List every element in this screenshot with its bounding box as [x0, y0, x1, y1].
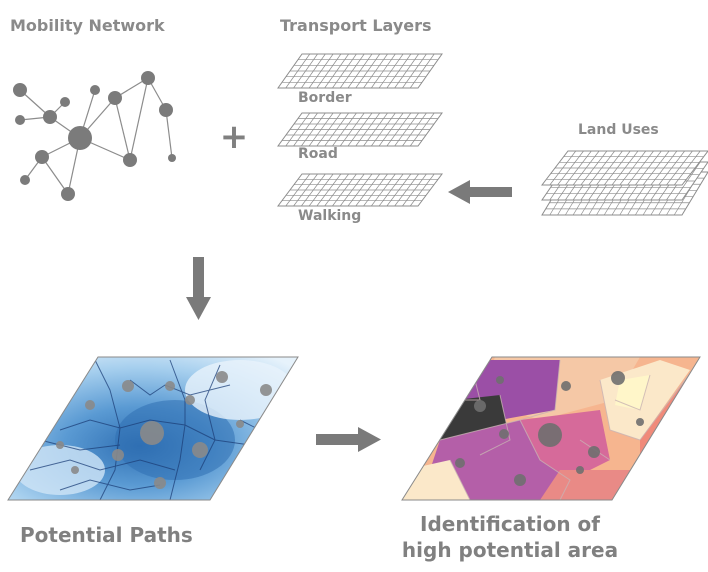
region-border [519, 419, 571, 500]
network-edge [114, 97, 131, 161]
mobility-network-label: Mobility Network [10, 16, 165, 35]
path-node [185, 395, 195, 405]
potential-paths-label: Potential Paths [20, 523, 193, 547]
area-node [576, 466, 584, 474]
path-line [129, 379, 231, 396]
path-line [29, 459, 176, 471]
path-node [85, 400, 95, 410]
network-node [13, 83, 27, 97]
land-uses-label: Land Uses [578, 122, 659, 138]
network-node [141, 71, 155, 85]
region-border [479, 394, 511, 456]
potential-paths-map [7, 356, 299, 501]
network-node [15, 115, 25, 125]
network-node [20, 175, 30, 185]
path-node [165, 381, 175, 391]
arrow-left-icon [448, 180, 512, 204]
network-node [123, 153, 137, 167]
area-node [538, 423, 562, 447]
path-line [39, 439, 121, 451]
network-node [168, 154, 176, 162]
border-layer-label: Border [298, 90, 352, 106]
area-node [496, 376, 504, 384]
region-border [599, 379, 641, 441]
network-node [60, 97, 70, 107]
network-edge [129, 77, 149, 161]
path-node [192, 442, 208, 458]
network-edge [165, 109, 173, 159]
high-potential-area-nodes [455, 371, 644, 486]
area-node [636, 418, 644, 426]
path-node [260, 384, 272, 396]
network-node [61, 187, 75, 201]
high-potential-area-map [401, 356, 701, 501]
road-layer-grid [277, 112, 443, 147]
network-node [90, 85, 100, 95]
area-node [499, 429, 509, 439]
identification-label-line1: Identification of [420, 512, 600, 536]
plus-sign: + [220, 117, 249, 157]
path-line [59, 479, 161, 491]
network-node [68, 126, 92, 150]
path-node [112, 449, 124, 461]
network-node [159, 103, 173, 117]
walking-layer-grid [277, 173, 443, 207]
area-node [474, 400, 486, 412]
area-node [561, 381, 571, 391]
mobility-network-graph [13, 71, 176, 201]
network-edge [41, 156, 69, 195]
path-line [199, 364, 221, 471]
path-node [154, 477, 166, 489]
area-node [455, 458, 465, 468]
land-uses-grid-stack [540, 150, 708, 216]
network-node [43, 110, 57, 124]
path-node [140, 421, 164, 445]
area-node [588, 446, 600, 458]
potential-paths-nodes [56, 371, 272, 489]
arrow-down-icon [186, 257, 211, 320]
walking-layer-label: Walking [298, 208, 362, 224]
transport-layers-label: Transport Layers [280, 16, 432, 35]
path-node [71, 466, 79, 474]
path-node [236, 420, 244, 428]
area-node [611, 371, 625, 385]
network-node [108, 91, 122, 105]
road-layer-label: Road [298, 146, 338, 162]
network-node [35, 150, 49, 164]
border-layer-grid [277, 53, 443, 89]
region-border [439, 359, 561, 441]
path-node [56, 441, 64, 449]
region-border [614, 374, 651, 411]
path-node [122, 380, 134, 392]
path-line [169, 359, 186, 500]
path-line [94, 359, 121, 500]
arrow-right-icon [316, 427, 381, 452]
region-border [449, 459, 471, 500]
area-node [514, 474, 526, 486]
identification-label-line2: high potential area [401, 538, 619, 562]
path-node [216, 371, 228, 383]
